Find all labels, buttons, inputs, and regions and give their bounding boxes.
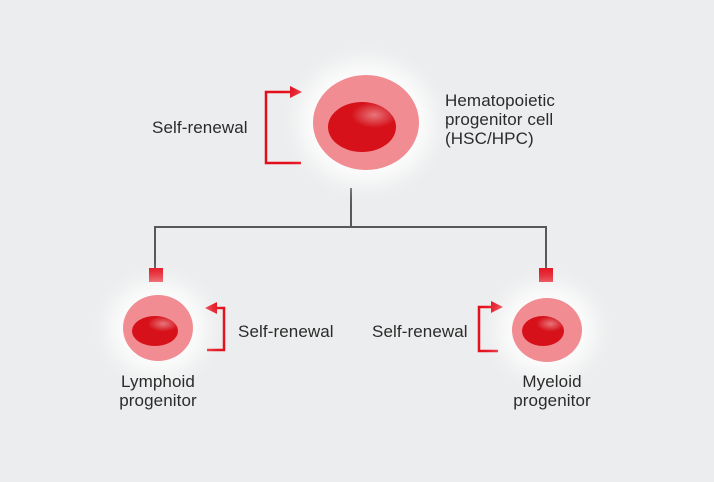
myeloid-progenitor-cell: [512, 298, 582, 362]
lymphoid-cell-nucleus: [132, 316, 178, 346]
myeloid-label-line1: Myeloid: [522, 372, 582, 391]
connector-branch: [154, 226, 547, 268]
hsc-label-line2: progenitor cell: [445, 110, 554, 129]
hsc-cell-nucleus: [328, 102, 396, 152]
myeloid-cell-nucleus: [522, 316, 564, 346]
lymphoid-progenitor-label: Lymphoid progenitor: [88, 372, 228, 410]
myeloid-progenitor-label: Myeloid progenitor: [482, 372, 622, 410]
hsc-label-line3: (HSC/HPC): [445, 129, 534, 148]
self-renewal-arrowhead-hsc-icon: [290, 86, 302, 98]
branch-node-square-right-icon: [539, 268, 553, 282]
self-renewal-arrowhead-lymphoid-icon: [205, 302, 217, 314]
self-renewal-loop-arrow-hsc-icon: [264, 90, 301, 165]
branch-node-square-left-icon: [149, 268, 163, 282]
self-renewal-label-hsc: Self-renewal: [152, 118, 248, 137]
hsc-label-line1: Hematopoietic: [445, 91, 555, 110]
self-renewal-arrowhead-myeloid-icon: [491, 301, 503, 313]
self-renewal-label-lymphoid: Self-renewal: [238, 322, 334, 341]
lymphoid-progenitor-cell: [123, 295, 193, 361]
self-renewal-loop-arrow-lymphoid-icon: [207, 306, 226, 352]
self-renewal-loop-arrow-myeloid-icon: [477, 305, 498, 353]
myeloid-label-line2: progenitor: [513, 391, 591, 410]
hsc-label: Hematopoietic progenitor cell (HSC/HPC): [445, 91, 555, 148]
lymphoid-label-line2: progenitor: [119, 391, 197, 410]
lymphoid-label-line1: Lymphoid: [121, 372, 195, 391]
self-renewal-label-myeloid: Self-renewal: [372, 322, 468, 341]
hsc-cell: [313, 75, 419, 170]
